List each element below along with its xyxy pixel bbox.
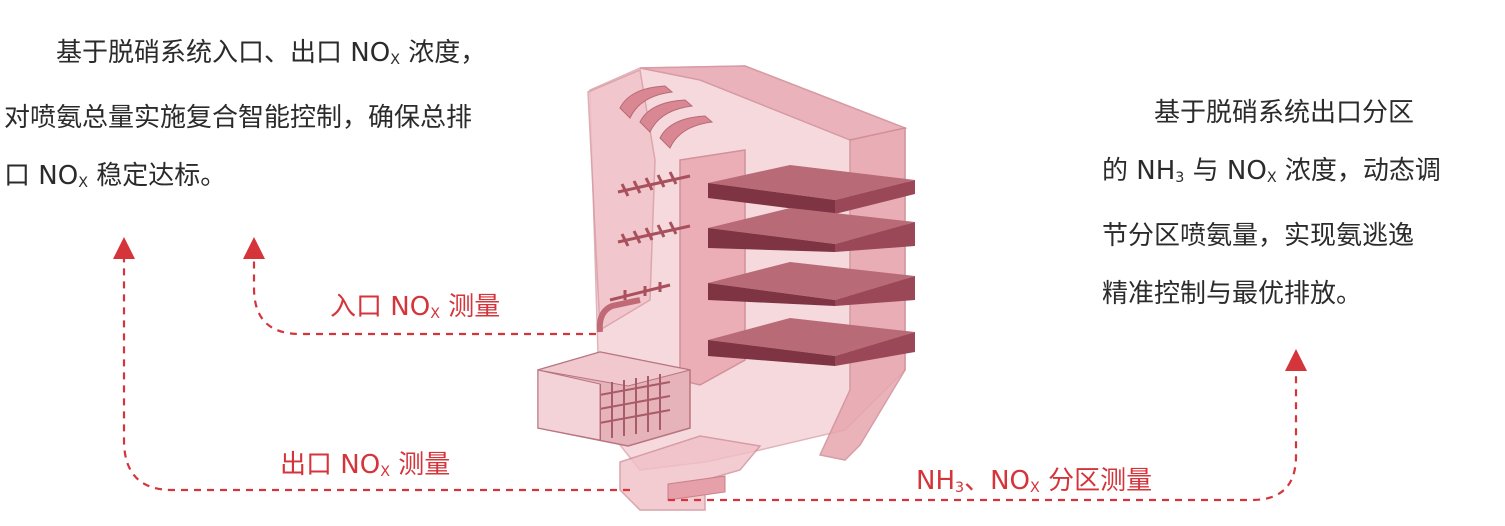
right-line-2: 的 NH3 与 NOX 浓度，动态调 <box>1102 142 1462 207</box>
right-line-3: 节分区喷氨量，实现氨逃逸 <box>1102 220 1415 251</box>
right-line-1: 基于脱硝系统出口分区 <box>1154 98 1415 128</box>
right-line-2-text: 的 NH <box>1102 156 1176 186</box>
subscript: X <box>380 463 390 480</box>
subscript: X <box>78 174 88 191</box>
catalyst-layers <box>708 165 915 366</box>
inner-duct <box>679 149 746 386</box>
zone-label-tail: 分区测量 <box>1039 466 1153 496</box>
left-line-3: 口 NOX 稳定达标。 <box>4 147 534 212</box>
outlet-measurement-label: 出口 NOX 测量 <box>280 444 450 481</box>
left-description: 基于脱硝系统入口、出口 NOX 浓度， 对喷氨总量实施复合智能控制，确保总排 口… <box>4 24 534 212</box>
subscript: X <box>390 51 400 68</box>
right-line-2-mid: 与 NO <box>1184 156 1267 186</box>
left-line-1-tail: 浓度， <box>399 38 487 68</box>
subscript: 3 <box>955 479 965 496</box>
subscript: X <box>1030 479 1040 496</box>
left-line-3-text: 口 NO <box>4 160 79 191</box>
right-description: 基于脱硝系统出口分区 的 NH3 与 NOX 浓度，动态调 节分区喷氨量，实现氨… <box>1102 84 1462 323</box>
zone-measurement-label: NH3、NOX 分区测量 <box>916 460 1152 497</box>
reactor-left-wall <box>587 68 656 332</box>
catalyst-layer <box>708 165 915 214</box>
reactor-model <box>537 65 915 511</box>
outlet-pipe <box>667 475 726 501</box>
measurement-connectors <box>113 237 1307 502</box>
left-line-2: 对喷氨总量实施复合智能控制，确保总排 <box>4 102 473 133</box>
left-line-3-tail: 稳定达标。 <box>87 160 227 191</box>
zone-connector <box>668 349 1307 502</box>
left-line-1-text: 基于脱硝系统入口、出口 NO <box>56 38 391 68</box>
right-line-2-tail: 浓度，动态调 <box>1276 156 1441 186</box>
outlet-label-text: 出口 NO <box>280 450 381 480</box>
inlet-label-text: 入口 NO <box>330 292 431 322</box>
subscript: 3 <box>1175 169 1185 186</box>
left-line-1: 基于脱硝系统入口、出口 NOX 浓度， <box>4 24 534 89</box>
subscript: X <box>1266 169 1277 186</box>
outlet-label-tail: 测量 <box>389 450 451 480</box>
subscript: X <box>430 305 440 322</box>
inlet-connector <box>243 237 596 336</box>
zone-label-text: NH <box>916 466 955 496</box>
outlet-grid <box>537 351 691 447</box>
zone-label-mid: 、NO <box>964 466 1031 496</box>
turning-vanes <box>619 85 714 149</box>
catalyst-layer <box>708 208 915 252</box>
right-line-4: 精准控制与最优排放。 <box>1102 278 1363 309</box>
outlet-connector <box>113 237 630 492</box>
inlet-label-tail: 测量 <box>439 292 501 322</box>
inlet-measurement-label: 入口 NOX 测量 <box>330 286 500 323</box>
catalyst-layer <box>708 262 915 306</box>
catalyst-layer <box>708 318 915 366</box>
ammonia-injection-grid <box>596 171 691 333</box>
